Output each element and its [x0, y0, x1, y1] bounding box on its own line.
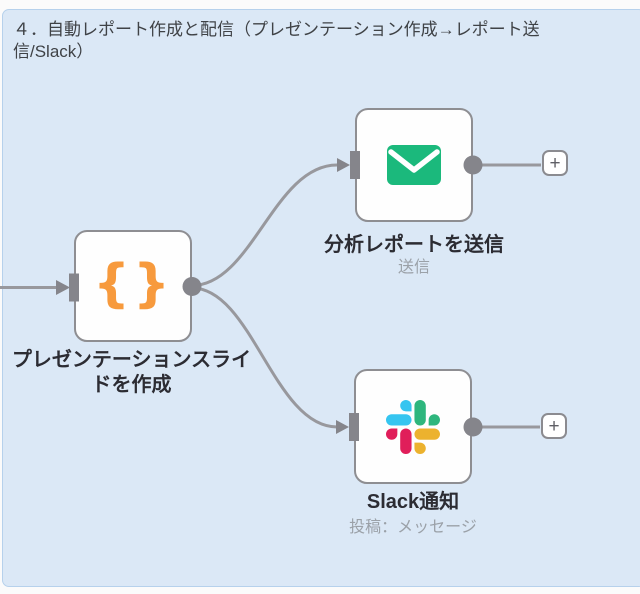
sticky-note-title: ４．自動レポート作成と配信（プレゼンテーション作成→レポート送 信/Slack）: [13, 19, 540, 63]
node-label-create-presentation-slides: プレゼンテーションスライドを作成: [11, 349, 252, 396]
code-braces-icon: {}: [92, 254, 174, 314]
node-send-analysis-report[interactable]: [355, 108, 473, 222]
email-envelope-icon: [387, 145, 441, 185]
slack-logo-icon: [386, 399, 440, 454]
add-node-button-after-email[interactable]: +: [542, 150, 568, 176]
node-slack-notification[interactable]: [354, 369, 472, 484]
node-subtitle-post-message: 投稿：メッセージ: [349, 519, 477, 536]
sticky-title-line1: ４．自動レポート作成と配信（プレゼンテーション作成→レポート送: [13, 20, 540, 39]
add-node-button-after-slack[interactable]: +: [541, 413, 567, 439]
node-label-slack-notification: Slack通知: [366, 491, 460, 513]
node-create-presentation-slides[interactable]: {}: [74, 230, 192, 342]
sticky-title-line2: 信/Slack）: [13, 42, 94, 61]
node-label-send-analysis-report: 分析レポートを送信: [324, 234, 504, 256]
node-subtitle-send: 送信: [397, 259, 430, 276]
plus-icon: +: [549, 152, 561, 174]
plus-icon: +: [548, 415, 560, 437]
